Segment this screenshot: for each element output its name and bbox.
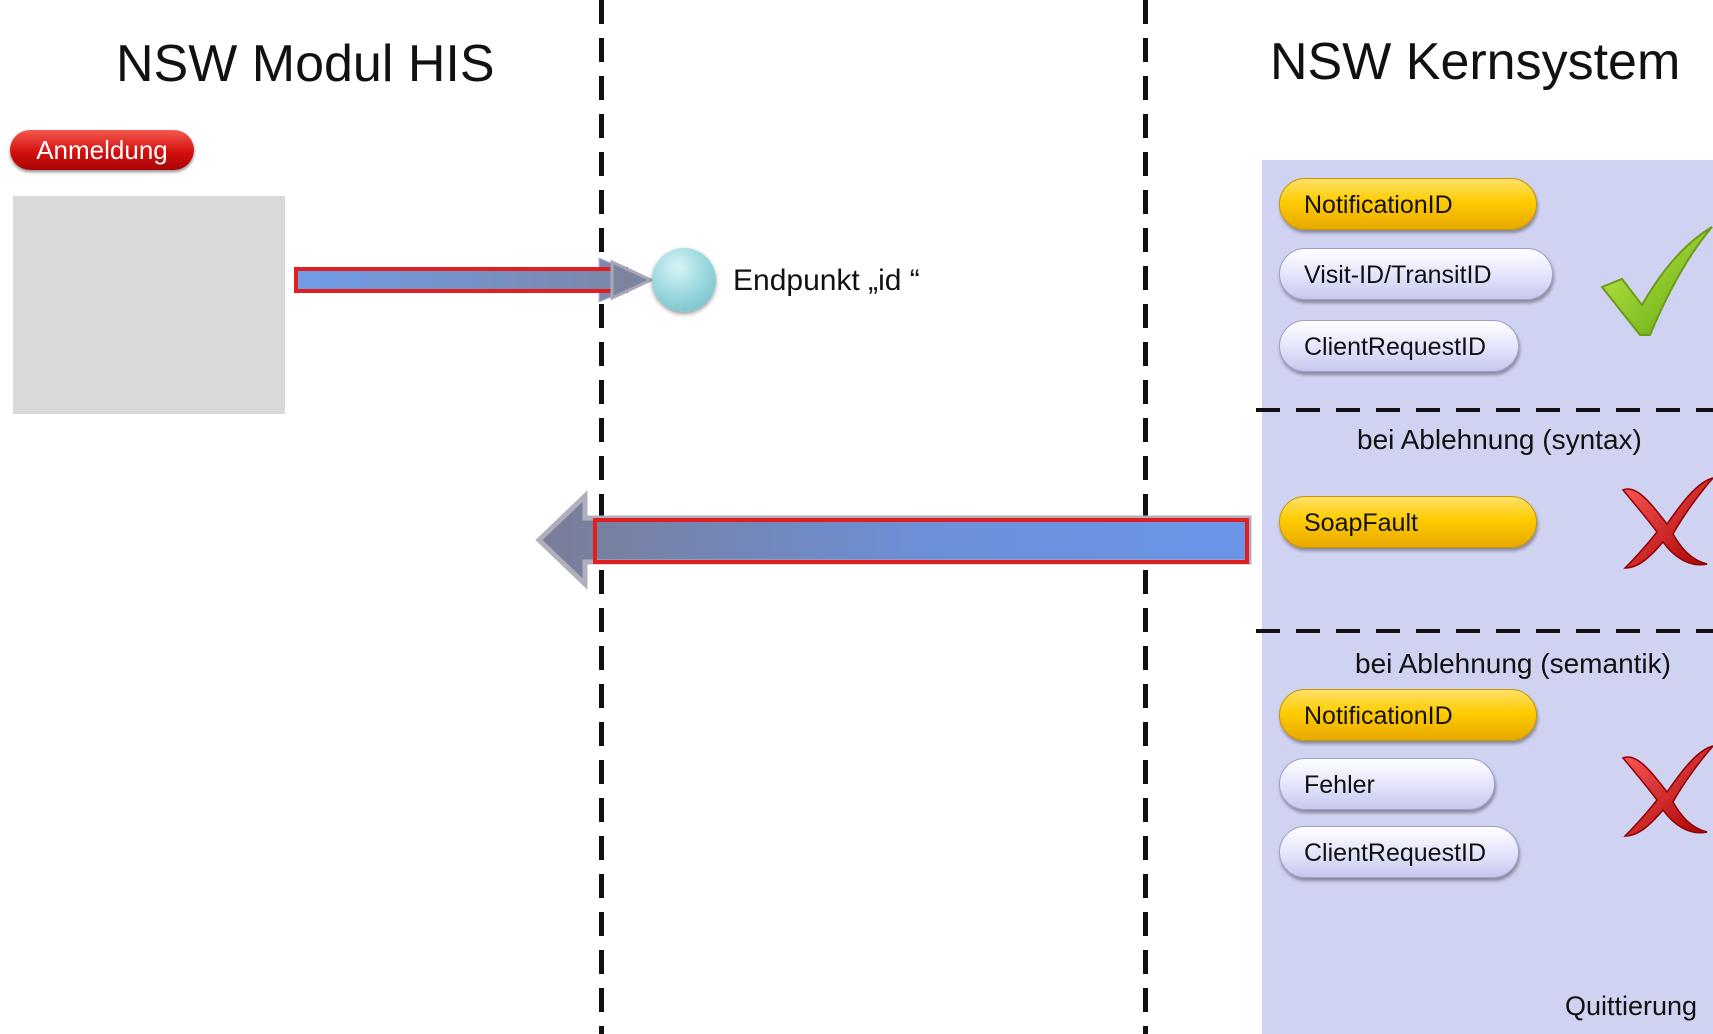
cross-icon	[1621, 745, 1713, 837]
response-arrow	[535, 490, 1252, 590]
success-pill-notificationid: NotificationID	[1279, 178, 1537, 230]
endpoint-label: Endpunkt „id “	[733, 264, 920, 297]
quittierung-label: Quittierung	[1565, 991, 1698, 1021]
section-divider-syntax	[1256, 408, 1713, 412]
checkmark-icon	[1600, 226, 1713, 336]
right-lane-title: NSW Kernsystem	[1270, 33, 1681, 91]
message-placeholder-box	[13, 196, 285, 414]
request-arrow	[294, 257, 655, 303]
endpoint-node-icon	[652, 248, 716, 312]
semantik-pill-notificationid: NotificationID	[1279, 689, 1537, 741]
syntax-pill-soapfault: SoapFault	[1279, 496, 1537, 548]
success-pill-visit-transit-id: Visit-ID/TransitID	[1279, 248, 1553, 300]
success-pill-clientrequestid: ClientRequestID	[1279, 320, 1519, 372]
semantik-pill-fehler: Fehler	[1279, 758, 1495, 810]
syntax-heading: bei Ablehnung (syntax)	[1357, 424, 1642, 455]
anmeldung-badge: Anmeldung	[10, 130, 194, 170]
semantik-pill-clientrequestid: ClientRequestID	[1279, 826, 1519, 878]
semantik-heading: bei Ablehnung (semantik)	[1355, 648, 1671, 679]
cross-icon	[1621, 477, 1713, 569]
section-divider-semantik	[1256, 629, 1713, 633]
left-lane-title: NSW Modul HIS	[116, 35, 495, 93]
